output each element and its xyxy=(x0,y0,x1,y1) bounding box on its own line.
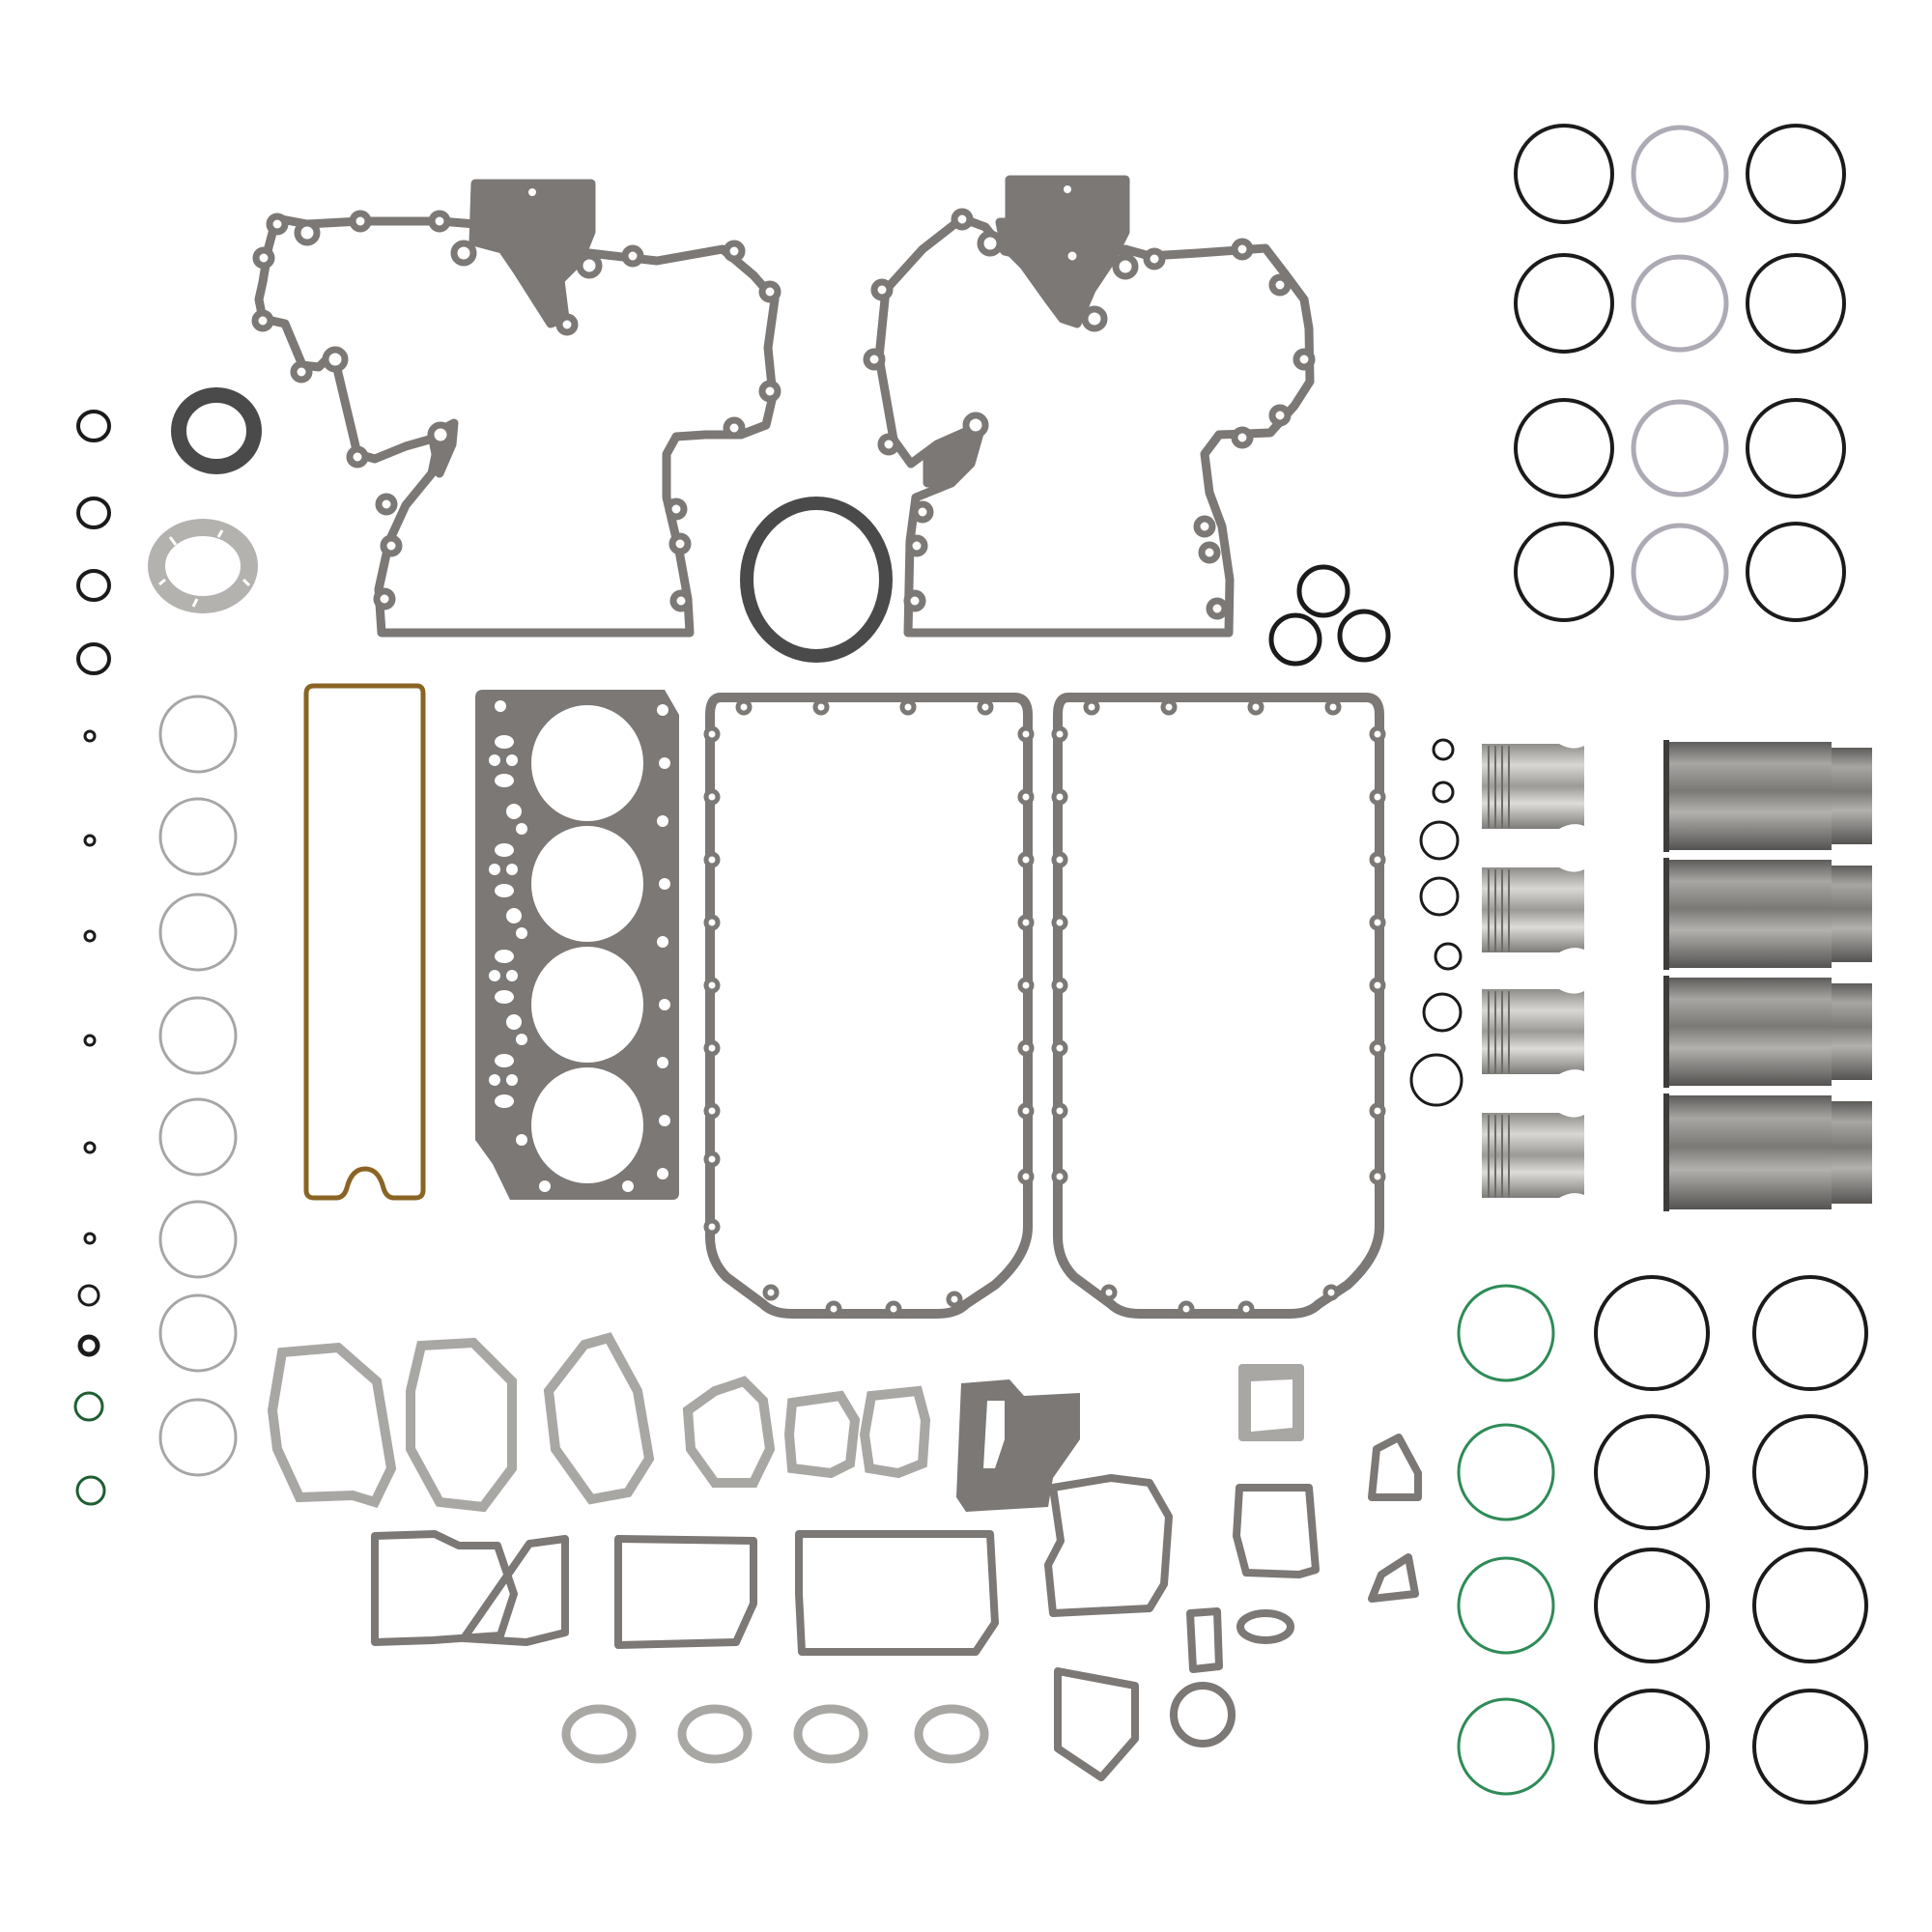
cylinder-head-gasket xyxy=(475,690,679,1200)
piston-icon xyxy=(1482,1113,1584,1198)
cylinder-liner-icon xyxy=(1663,740,1872,852)
small-flange-gaskets xyxy=(561,1704,989,1764)
oring-black-icon xyxy=(1514,124,1846,622)
piston-icon xyxy=(1482,867,1584,952)
bottom-right-ring-grid xyxy=(1457,1275,1868,1804)
triple-oring-cluster xyxy=(1268,564,1391,667)
flange-gaskets-row xyxy=(267,1332,931,1513)
piston-icon xyxy=(1482,744,1584,829)
oring-lavender-icon xyxy=(1631,125,1729,621)
left-grey-rings xyxy=(158,695,238,1477)
timing-cover-gasket-left xyxy=(251,179,781,638)
left-small-orings xyxy=(73,410,111,1506)
thrust-washer-icon xyxy=(148,519,258,613)
light-rectangular-gasket xyxy=(1238,1364,1304,1441)
piston-icon xyxy=(1482,989,1584,1074)
cylinder-liner-icon xyxy=(1663,976,1872,1088)
pistons xyxy=(1482,744,1584,1198)
misc-gaskets-dark xyxy=(371,1434,1422,1781)
oring-black-icon xyxy=(1594,1275,1868,1804)
top-right-ring-grid xyxy=(1514,124,1846,622)
water-pump-gasket-dark xyxy=(956,1379,1080,1512)
cylinder-liners xyxy=(1663,740,1872,1211)
cylinder-bore-icon xyxy=(531,705,643,1183)
timing-cover-gasket-right xyxy=(863,175,1316,638)
oil-pan-gasket-left xyxy=(703,693,1035,1319)
cylinder-liner-icon xyxy=(1663,858,1872,970)
piston-side-orings xyxy=(1409,738,1463,1107)
oring-green-icon xyxy=(1457,1284,1555,1796)
crankshaft-front-seal-icon xyxy=(171,387,262,474)
oil-pan-gasket-right xyxy=(1051,693,1386,1319)
cylinder-liner-icon xyxy=(1663,1094,1872,1211)
valve-cover-gasket xyxy=(303,683,426,1201)
crankshaft-rear-seal-icon xyxy=(740,497,893,663)
